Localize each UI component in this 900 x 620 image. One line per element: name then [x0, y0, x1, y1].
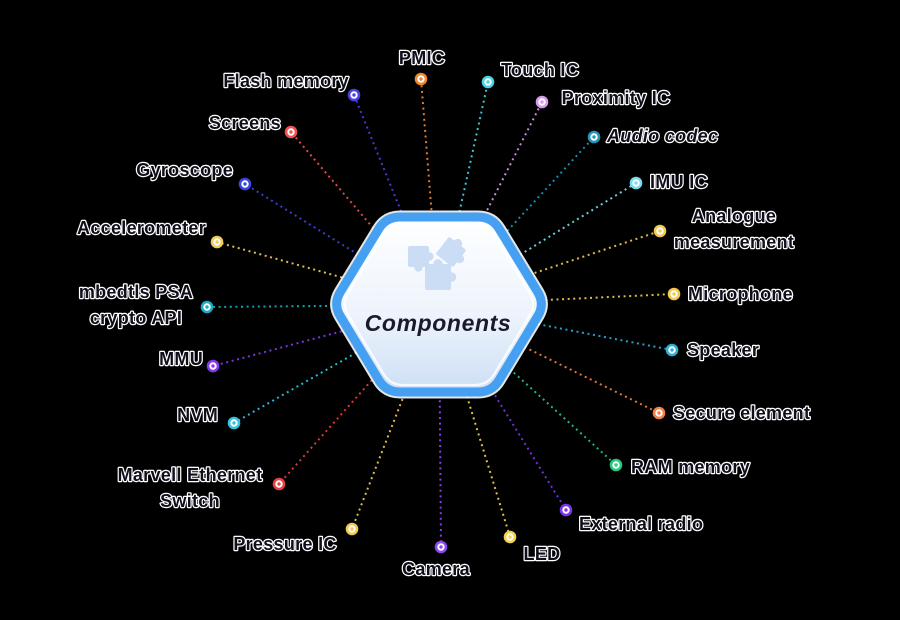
node-label-analogue-measurement: measurement: [674, 232, 794, 252]
connector-proximity-ic: [438, 101, 543, 306]
node-label-microphone: Microphone: [688, 284, 793, 304]
puzzle-pieces: [408, 237, 466, 290]
node-label-screens: Screens: [209, 113, 281, 133]
node-label-camera: Camera: [402, 559, 471, 579]
node-dot-mmu: [206, 359, 220, 373]
node-label-proximity-ic: Proximity IC: [562, 88, 671, 108]
node-label-analogue-measurement: Analogue: [692, 206, 776, 226]
node-label-mmu: MMU: [159, 349, 203, 369]
node-label-nvm: NVM: [177, 405, 218, 425]
connector-flash-memory: [353, 94, 440, 306]
node-label-ram-memory: RAM memory: [631, 457, 750, 477]
node-label-marvell-ethernet-switch: Switch: [160, 491, 220, 511]
node-label-marvell-ethernet-switch: Marvell Ethernet: [118, 465, 263, 485]
node-dot-proximity-ic: [535, 95, 549, 109]
node-dot-speaker: [665, 343, 679, 357]
node-dot-secure-element: [652, 406, 666, 420]
node-dot-imu-ic: [629, 176, 643, 190]
node-dot-camera: [434, 540, 448, 554]
node-dot-analogue-measurement: [653, 224, 667, 238]
hexagon-body: [332, 212, 546, 397]
node-dot-pressure-ic: [345, 522, 359, 536]
node-label-flash-memory: Flash memory: [223, 71, 349, 91]
hexagon-inner-highlight: [343, 222, 535, 387]
node-dot-screens: [284, 125, 298, 139]
node-dot-pmic: [414, 72, 428, 86]
node-label-imu-ic: IMU IC: [650, 172, 708, 192]
node-dot-microphone: [667, 287, 681, 301]
node-label-gyroscope: Gyroscope: [136, 160, 233, 180]
connector-gyroscope: [244, 183, 440, 306]
node-label-secure-element: Secure element: [673, 403, 810, 423]
puzzle-icon: [408, 237, 466, 290]
node-dot-flash-memory: [347, 88, 361, 102]
node-label-external-radio: External radio: [579, 514, 703, 534]
node-label-touch-ic: Touch IC: [501, 60, 579, 80]
node-label-accelerometer: Accelerometer: [77, 218, 206, 238]
center-hexagon: [330, 210, 548, 399]
node-dot-external-radio: [559, 503, 573, 517]
connector-pmic: [420, 78, 440, 306]
node-label-audio-codec: Audio codec: [606, 126, 718, 146]
node-dot-nvm: [227, 416, 241, 430]
node-label-led: LED: [524, 544, 561, 564]
node-label-mbedtls-psa-crypto-api: mbedtls PSA: [79, 282, 193, 302]
node-dot-audio-codec: [587, 130, 601, 144]
node-label-pmic: PMIC: [399, 48, 445, 68]
center-label: Components: [365, 310, 512, 336]
node-label-speaker: Speaker: [687, 340, 759, 360]
node-dot-mbedtls-psa-crypto-api: [200, 300, 214, 314]
connector-screens: [290, 131, 440, 306]
node-label-mbedtls-psa-crypto-api: crypto API: [90, 308, 182, 328]
node-dot-led: [503, 530, 517, 544]
node-dot-touch-ic: [481, 75, 495, 89]
node-dots-layer: [200, 72, 681, 554]
node-dot-marvell-ethernet-switch: [272, 477, 286, 491]
connector-accelerometer: [216, 241, 440, 306]
node-dot-gyroscope: [238, 177, 252, 191]
connector-audio-codec: [438, 136, 595, 306]
node-dot-accelerometer: [210, 235, 224, 249]
node-dot-ram-memory: [609, 458, 623, 472]
node-label-pressure-ic: Pressure IC: [233, 534, 336, 554]
